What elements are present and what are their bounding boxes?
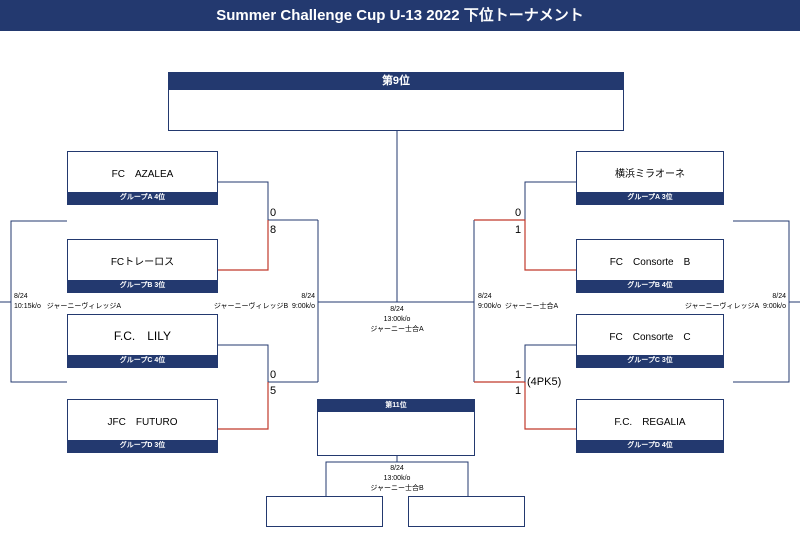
team-name: FCトレーロス <box>110 256 175 268</box>
team-box-regalia: F.C. REGALIA グループD 4位 <box>576 399 724 453</box>
match-date: 8/24 <box>14 293 28 300</box>
line-eleventh-bracket <box>325 461 469 496</box>
score-futuro: 5 <box>270 385 277 397</box>
match-info-eleventh: 8/24 13:00k/o ジャーニー士合B <box>347 464 447 494</box>
team-group: グループB 4位 <box>577 280 723 292</box>
line-regalia-winner <box>474 381 576 430</box>
match-info-far-left: 8/24 10:15k/o ジャーニーヴィレッジA <box>14 292 121 312</box>
team-name: JFC FUTURO <box>107 416 178 428</box>
penalty-kick-result: (4PK5) <box>527 376 562 388</box>
line-consorte-c <box>524 344 576 382</box>
match-time-venue: 10:15k/o ジャーニーヴィレッジA <box>14 303 122 310</box>
team-name: FC Consorte B <box>609 256 691 268</box>
match-date: 8/24 <box>772 293 786 300</box>
match-time-venue: ジャーニーヴィレッジA 9:00k/o <box>684 303 786 310</box>
team-group: グループD 4位 <box>577 440 723 452</box>
score-lily: 0 <box>270 369 277 381</box>
match-info-right-semi: 8/24 9:00k/o ジャーニー士合A <box>478 292 558 312</box>
team-group: グループB 3位 <box>68 280 217 292</box>
match-date: 8/24 <box>478 293 492 300</box>
match-time: 13:00k/o <box>383 316 411 323</box>
match-info-left-semi: 8/24 ジャーニーヴィレッジB 9:00k/o <box>210 292 315 312</box>
eleventh-place-box: 第11位 <box>317 399 475 456</box>
team-box-mirao: 横浜ミラオーネ グループA 3位 <box>576 151 724 205</box>
line-azalea <box>218 181 269 220</box>
score-consorte-b: 1 <box>515 224 522 236</box>
team-box-futuro: JFC FUTURO グループD 3位 <box>67 399 218 453</box>
ninth-place-box: 第9位 <box>168 72 624 131</box>
line-lily <box>218 344 269 382</box>
team-box-lily: F.C. LILY グループC 4位 <box>67 314 218 368</box>
score-azalea: 0 <box>270 207 277 219</box>
line-consorte-b-winner <box>474 219 576 271</box>
match-venue: ジャーニー士合B <box>370 485 424 492</box>
eleventh-place-label: 第11位 <box>318 400 474 412</box>
match-date: 8/24 <box>301 293 315 300</box>
team-group: グループA 3位 <box>577 192 723 204</box>
score-mirao: 0 <box>515 207 522 219</box>
team-group: グループD 3位 <box>68 440 217 452</box>
score-regalia: 1 <box>515 385 522 397</box>
team-group: グループA 4位 <box>68 192 217 204</box>
team-name: F.C. LILY <box>113 328 172 343</box>
line-torelos-winner <box>218 220 269 271</box>
team-group: グループC 3位 <box>577 355 723 367</box>
page-title: Summer Challenge Cup U-13 2022 下位トーナメント <box>0 0 800 31</box>
ninth-place-label: 第9位 <box>169 73 623 90</box>
eleventh-slot-right <box>408 496 525 527</box>
match-time-venue: 9:00k/o ジャーニー士合A <box>478 303 559 310</box>
match-info-center: 8/24 13:00k/o ジャーニー士合A <box>347 305 447 335</box>
match-date: 8/24 <box>390 306 404 313</box>
score-torelos: 8 <box>270 224 277 236</box>
team-box-torelos: FCトレーロス グループB 3位 <box>67 239 218 293</box>
line-futuro-winner <box>218 382 269 430</box>
match-time-venue: ジャーニーヴィレッジB 9:00k/o <box>213 303 315 310</box>
match-venue: ジャーニー士合A <box>370 326 424 333</box>
team-box-azalea: FC AZALEA グループA 4位 <box>67 151 218 205</box>
team-name: FC Consorte C <box>609 331 691 343</box>
team-box-consorte-b: FC Consorte B グループB 4位 <box>576 239 724 293</box>
team-group: グループC 4位 <box>68 355 217 367</box>
match-time: 13:00k/o <box>383 475 411 482</box>
match-info-far-right: 8/24 ジャーニーヴィレッジA 9:00k/o <box>680 292 786 312</box>
team-box-consorte-c: FC Consorte C グループC 3位 <box>576 314 724 368</box>
eleventh-slot-left <box>266 496 383 527</box>
match-date: 8/24 <box>390 465 404 472</box>
team-name: FC AZALEA <box>111 168 174 180</box>
score-consorte-c: 1 <box>515 369 522 381</box>
team-name: F.C. REGALIA <box>614 416 686 428</box>
line-mirao <box>524 181 576 220</box>
team-name: 横浜ミラオーネ <box>615 168 685 180</box>
